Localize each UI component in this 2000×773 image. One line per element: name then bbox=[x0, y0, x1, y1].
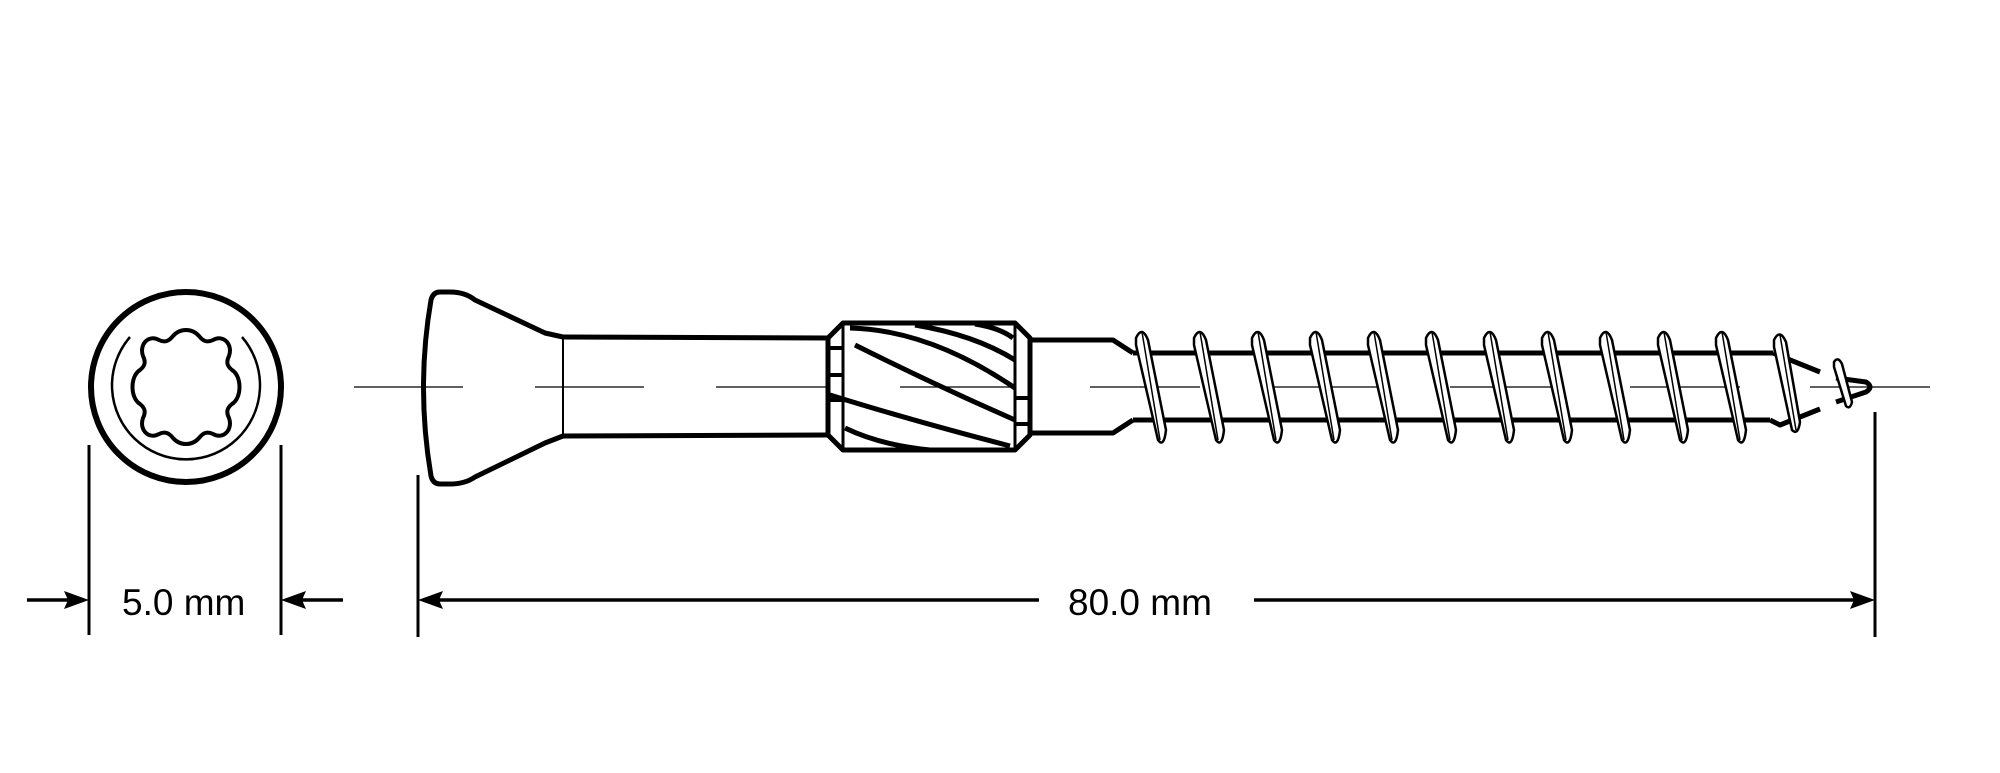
shank-bottom bbox=[562, 432, 829, 439]
head-end-view bbox=[88, 289, 284, 485]
length-label: 80.0 mm bbox=[1068, 582, 1212, 623]
head-inner-arc bbox=[110, 336, 262, 461]
diameter-dimension bbox=[27, 445, 343, 635]
screw-side-view bbox=[421, 289, 1873, 487]
thread-turns bbox=[1134, 330, 1854, 444]
countersunk-head bbox=[421, 289, 564, 487]
arrow-right-icon bbox=[64, 591, 89, 609]
torx-drive-icon bbox=[130, 328, 242, 446]
arrow-left-icon bbox=[418, 591, 443, 609]
head-outer-circle bbox=[88, 289, 284, 485]
reamer-section bbox=[825, 320, 1033, 453]
neck bbox=[1030, 337, 1135, 436]
arrow-right-icon bbox=[1850, 591, 1875, 609]
diameter-label: 5.0 mm bbox=[122, 582, 246, 623]
shank-top bbox=[562, 334, 829, 341]
length-dimension bbox=[416, 412, 1877, 637]
arrow-left-icon bbox=[281, 591, 306, 609]
